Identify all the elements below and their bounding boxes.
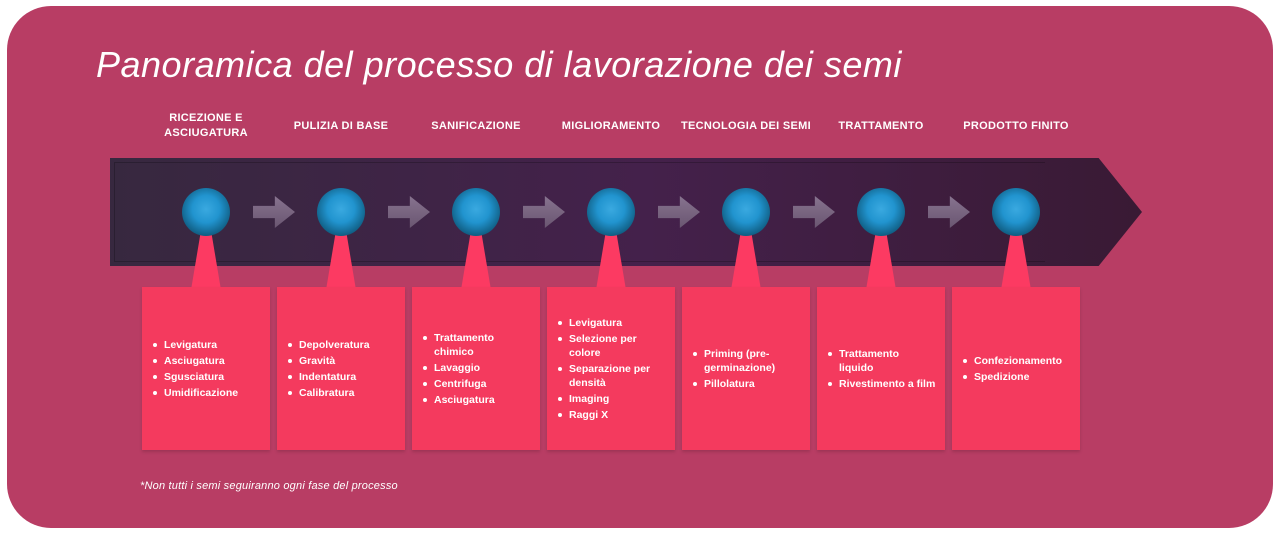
footnote: *Non tutti i semi seguiranno ogni fase d… [140,480,398,492]
stage-item: Calibratura [286,386,396,400]
stage-item: Pillolatura [691,377,801,391]
stage-label: PULIZIA DI BASE [293,119,389,132]
stage-label: TRATTAMENTO [838,119,924,132]
stage-item: Depolveratura [286,338,396,352]
node-sphere-icon [317,188,365,236]
stage-label: TECNOLOGIA DEI SEMI [681,119,811,132]
stage-item: Indentatura [286,370,396,384]
node-sphere-icon [587,188,635,236]
stage-item: Imaging [556,392,666,406]
stage-item: Separazione per densità [556,362,666,390]
stage-item: Asciugatura [151,354,261,368]
node-sphere-icon [857,188,905,236]
stage-label: MIGLIORAMENTO [561,119,661,132]
stage-label: RICEZIONE E ASCIUGATURA [164,112,248,139]
stage-item: Trattamento chimico [421,331,531,359]
stage-item: Lavaggio [421,361,531,375]
stage-item: Centrifuga [421,377,531,391]
stage-item: Asciugatura [421,393,531,407]
stage-item: Trattamento liquido [826,347,936,375]
node-sphere-icon [722,188,770,236]
stage-item: Confezionamento [961,354,1071,368]
stage-item: Selezione per colore [556,332,666,360]
stage-card: Priming (pre-germinazione) Pillolatura [682,287,810,450]
stage-item: Sgusciatura [151,370,261,384]
stage-item: Gravità [286,354,396,368]
stage-item: Raggi X [556,408,666,422]
node-sphere-icon [452,188,500,236]
stage-item: Levigatura [151,338,261,352]
stage-item: Levigatura [556,316,666,330]
stage-column-tecnologia: TECNOLOGIA DEI SEMI Priming (pre-germina… [679,0,813,533]
stage-item-list: Priming (pre-germinazione) Pillolatura [691,345,801,393]
stage-label: PRODOTTO FINITO [963,119,1069,132]
node-sphere-icon [182,188,230,236]
band-inner-outline [114,162,1045,262]
stage-item: Spedizione [961,370,1071,384]
stage-item: Priming (pre-germinazione) [691,347,801,375]
page-title: Panoramica del processo di lavorazione d… [96,44,902,85]
stage-label: SANIFICAZIONE [431,119,521,132]
stage-item: Umidificazione [151,386,261,400]
node-sphere-icon [992,188,1040,236]
stage-item: Rivestimento a film [826,377,936,391]
